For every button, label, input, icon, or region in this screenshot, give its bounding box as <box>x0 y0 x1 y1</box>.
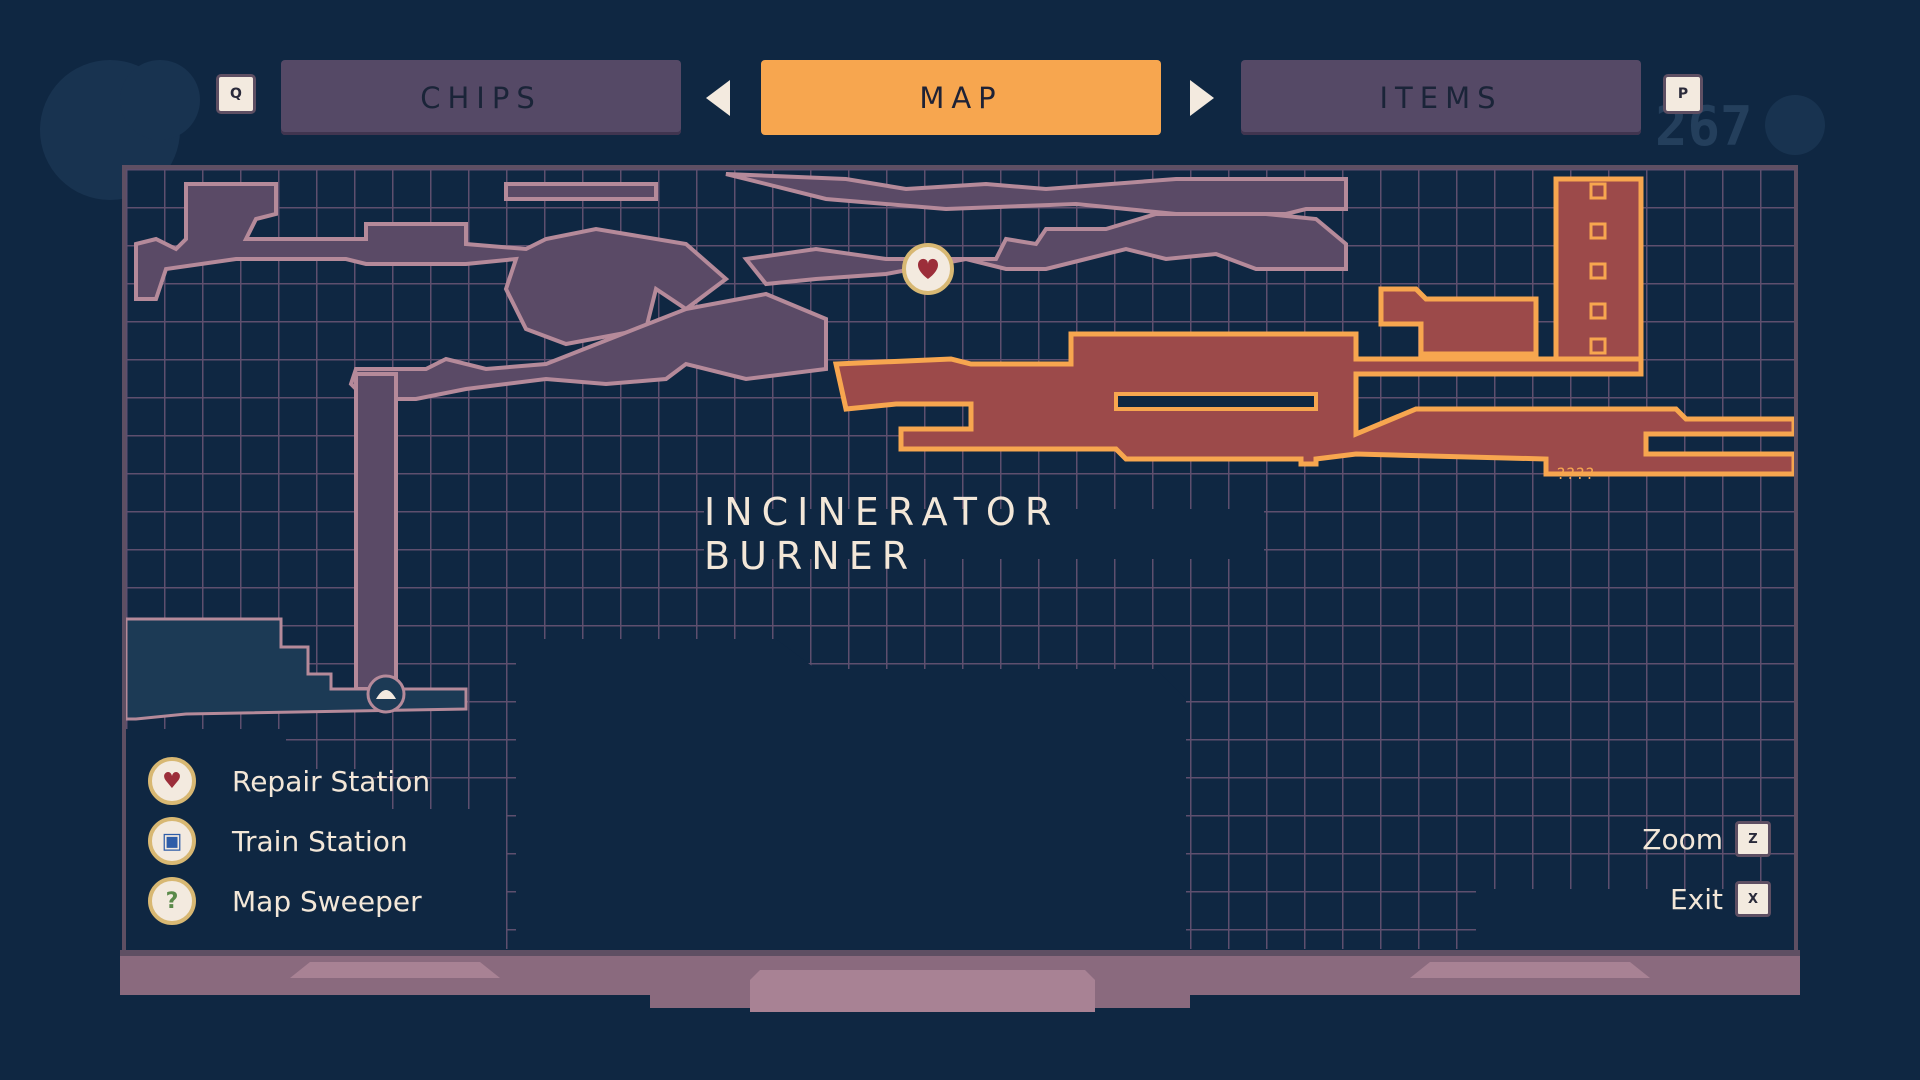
tab-chips[interactable]: CHIPS <box>281 60 681 135</box>
current-area-gap <box>1114 392 1318 411</box>
hazard-marks: ???? <box>1556 464 1595 483</box>
legend-item-train-station: ▣ Train Station <box>148 815 408 867</box>
legend-label: Train Station <box>232 824 408 858</box>
exit-label: Exit <box>1669 882 1723 916</box>
current-area-windows <box>1589 182 1607 355</box>
legend-label: Map Sweeper <box>232 884 422 918</box>
exit-key[interactable]: X <box>1735 881 1771 917</box>
unexplored-region <box>516 639 1186 949</box>
unexplored-region-lower-left <box>126 729 506 949</box>
player-location-marker <box>366 674 406 714</box>
zoom-label: Zoom <box>1642 822 1723 856</box>
map-panel[interactable]: ???? INCINERATOR BURNER <box>122 165 1798 995</box>
train-icon: ▣ <box>148 817 196 865</box>
unexplored-region-lower-right <box>1476 889 1794 949</box>
repair-station-marker[interactable] <box>902 243 954 295</box>
legend-item-repair-station: ♥ Repair Station <box>148 755 430 807</box>
exit-control[interactable]: Exit X <box>1670 878 1771 920</box>
question-icon: ? <box>148 877 196 925</box>
map-canvas[interactable]: ???? <box>126 169 1794 999</box>
heart-icon: ♥ <box>148 757 196 805</box>
tab-map[interactable]: MAP <box>761 60 1161 135</box>
next-tab-key[interactable]: P <box>1663 74 1703 114</box>
area-name: INCINERATOR BURNER <box>704 490 1264 578</box>
tab-items[interactable]: ITEMS <box>1241 60 1641 135</box>
explored-rooms <box>134 172 1348 691</box>
arrow-left-icon[interactable] <box>706 80 730 116</box>
zoom-control[interactable]: Zoom Z <box>1642 818 1771 860</box>
prev-tab-key[interactable]: Q <box>216 74 256 114</box>
zoom-key[interactable]: Z <box>1735 821 1771 857</box>
arrow-right-icon[interactable] <box>1190 80 1214 116</box>
bottom-frame-bar <box>120 950 1800 1012</box>
legend-item-map-sweeper: ? Map Sweeper <box>148 875 422 927</box>
legend-label: Repair Station <box>232 764 431 798</box>
